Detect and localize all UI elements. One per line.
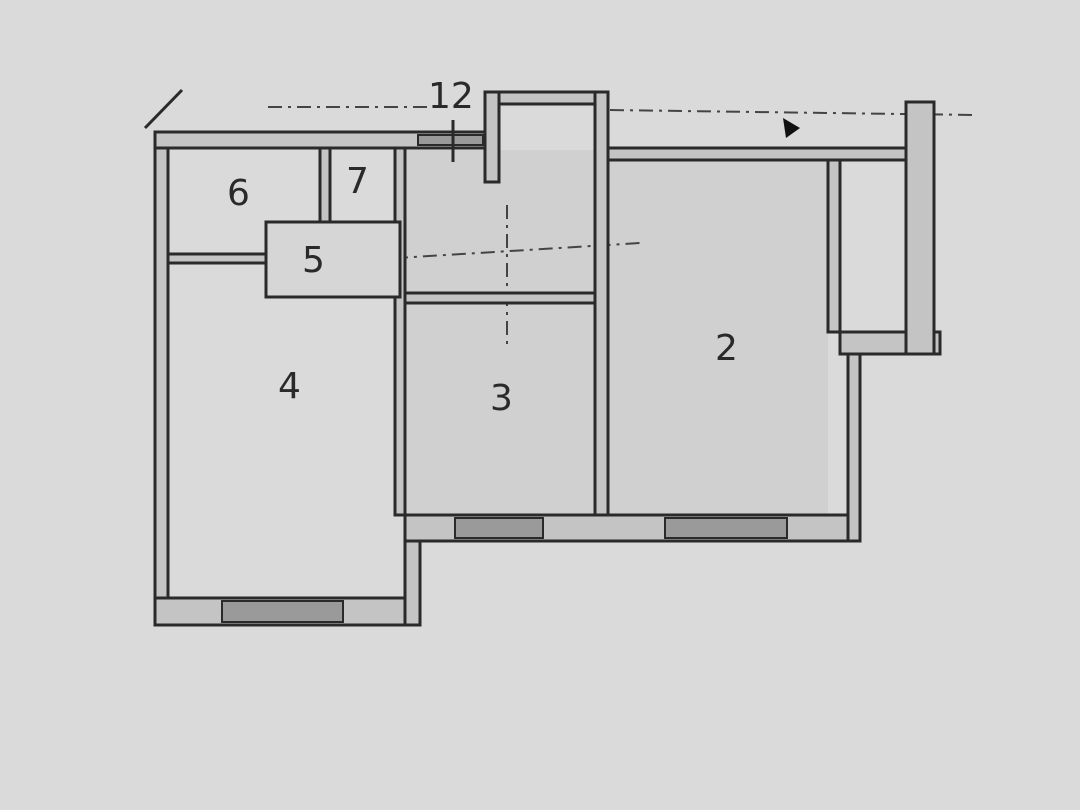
wall-right-2-lower	[846, 330, 862, 543]
wall-4-3	[393, 146, 407, 517]
room-label-7: 7	[346, 161, 369, 202]
walls	[143, 88, 942, 627]
wall-right-2-upper	[826, 158, 842, 334]
window-room-3	[454, 517, 544, 539]
closet-top	[483, 90, 607, 106]
window-room-2	[664, 517, 788, 539]
wall-top-2	[606, 146, 910, 162]
bathroom-walls	[264, 220, 402, 299]
room-label-6: 6	[227, 173, 250, 214]
room-label-5: 5	[302, 240, 325, 281]
partition-room-3	[403, 291, 597, 305]
door-opening-top	[417, 134, 484, 146]
partition-4-6	[166, 252, 268, 265]
balcony-wall	[904, 100, 936, 356]
wall-left	[153, 130, 170, 627]
room-label-2: 2	[715, 328, 738, 369]
room-label-12: 12	[428, 76, 474, 117]
wall-break-mark	[143, 88, 184, 130]
window-room-4	[221, 600, 344, 623]
arrow-marker-icon	[783, 118, 800, 138]
wall-3-2	[593, 90, 610, 517]
room-labels: 12 2 3 4 5 6 7	[227, 76, 738, 419]
closet-left	[483, 90, 501, 184]
dimension-lines	[268, 106, 976, 345]
room-label-4: 4	[278, 366, 301, 407]
room-fills	[405, 150, 828, 515]
room-label-3: 3	[490, 378, 513, 419]
wall-6-7	[318, 146, 332, 224]
